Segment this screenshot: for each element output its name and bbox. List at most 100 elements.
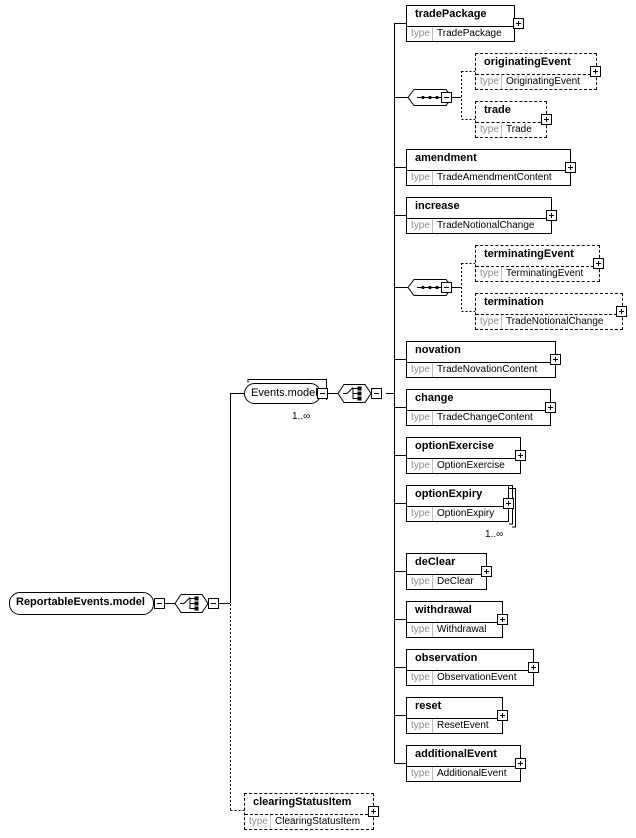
events-model-group[interactable]: Events.model [244,383,321,404]
type-key: type [411,508,430,519]
minus-box-icon[interactable] [371,388,382,399]
choice-compositor-icon[interactable] [338,384,371,403]
element-name: clearingStatusItem [253,796,352,808]
plus-box-icon[interactable] [513,18,524,29]
element-type: TradeNovationContent [437,364,538,375]
element-type: OptionExercise [437,460,505,471]
type-key: type [411,768,430,779]
element-type: TradeNotionalChange [437,220,535,231]
element-observation[interactable]: observation type ObservationEvent [406,649,534,686]
element-name: termination [484,296,544,308]
element-trade[interactable]: trade type Trade [475,101,547,138]
root-model-label: ReportableEvents.model [16,596,145,608]
minus-box-icon[interactable] [317,388,328,399]
element-type: Trade [506,124,532,135]
element-originating-event[interactable]: originatingEvent type OriginatingEvent [475,53,597,90]
plus-box-icon[interactable] [545,402,556,413]
plus-box-icon[interactable] [481,566,492,577]
element-trade-package[interactable]: tradePackage type TradePackage [406,5,515,42]
element-name: optionExpiry [415,488,483,500]
element-name: amendment [415,152,477,164]
element-name: terminatingEvent [484,248,574,260]
option-expiry-cardinality: 1..∞ [485,529,504,540]
type-key: type [411,460,430,471]
plus-box-icon[interactable] [497,614,508,625]
type-key: type [480,76,499,87]
element-type: TradeAmendmentContent [437,172,552,183]
plus-box-icon[interactable] [590,66,601,77]
element-type: TradeNotionalChange [506,316,604,327]
element-type: ObservationEvent [437,672,517,683]
plus-box-icon[interactable] [515,450,526,461]
type-key: type [480,268,499,279]
plus-box-icon[interactable] [550,354,561,365]
minus-box-icon[interactable] [441,282,452,293]
type-key: type [411,720,430,731]
element-withdrawal[interactable]: withdrawal type Withdrawal [406,601,503,638]
element-name: withdrawal [415,604,472,616]
element-change[interactable]: change type TradeChangeContent [406,389,551,426]
minus-box-icon[interactable] [208,598,219,609]
element-amendment[interactable]: amendment type TradeAmendmentContent [406,149,571,186]
element-termination[interactable]: termination type TradeNotionalChange [475,293,623,330]
type-key: type [411,364,430,375]
minus-box-icon[interactable] [441,92,452,103]
events-model-label: Events.model [251,387,318,399]
root-model-group[interactable]: ReportableEvents.model [9,592,154,615]
element-option-exercise[interactable]: optionExercise type OptionExercise [406,437,521,474]
element-name: deClear [415,556,456,568]
element-type: OriginatingEvent [506,76,580,87]
element-de-clear[interactable]: deClear type DeClear [406,553,487,590]
element-type: Withdrawal [437,624,487,635]
element-name: novation [415,344,461,356]
element-name: tradePackage [415,8,487,20]
element-name: change [415,392,454,404]
type-key: type [480,124,499,135]
plus-box-icon[interactable] [616,306,627,317]
type-key: type [411,28,430,39]
documentation-icon [477,247,485,254]
element-type: ClearingStatusItem [275,816,361,827]
element-name: observation [415,652,478,664]
element-type: DeClear [437,576,474,587]
element-type: TerminatingEvent [506,268,584,279]
type-key: type [249,816,268,827]
type-key: type [411,624,430,635]
plus-box-icon[interactable] [546,210,557,221]
reference-arrow-icon [408,752,416,760]
plus-box-icon[interactable] [541,114,552,125]
element-name: increase [415,200,460,212]
plus-box-icon[interactable] [503,498,514,509]
element-increase[interactable]: increase type TradeNotionalChange [406,197,552,234]
element-type: ResetEvent [437,720,489,731]
element-terminating-event[interactable]: terminatingEvent type TerminatingEvent [475,245,600,282]
element-name: additionalEvent [415,748,497,760]
type-key: type [411,412,430,423]
type-key: type [411,672,430,683]
plus-box-icon[interactable] [528,662,539,673]
element-type: TradeChangeContent [437,412,533,423]
events-model-cardinality: 1..∞ [292,411,311,422]
plus-box-icon[interactable] [497,710,508,721]
element-name: optionExercise [415,440,494,452]
documentation-icon [477,55,485,62]
element-clearing-status-item[interactable]: clearingStatusItem type ClearingStatusIt… [244,793,374,830]
element-additional-event[interactable]: additionalEvent type AdditionalEvent [406,745,521,782]
element-reset[interactable]: reset type ResetEvent [406,697,503,734]
element-option-expiry[interactable]: optionExpiry type OptionExpiry [406,485,509,522]
element-name: trade [484,104,511,116]
element-type: TradePackage [437,28,502,39]
plus-box-icon[interactable] [368,806,379,817]
type-key: type [411,172,430,183]
choice-compositor-icon[interactable] [175,594,208,613]
plus-box-icon[interactable] [515,758,526,769]
element-name: originatingEvent [484,56,571,68]
element-type: OptionExpiry [437,508,495,519]
plus-box-icon[interactable] [565,162,576,173]
minus-box-icon[interactable] [154,598,165,609]
type-key: type [480,316,499,327]
plus-box-icon[interactable] [593,258,604,269]
element-novation[interactable]: novation type TradeNovationContent [406,341,556,378]
element-name: reset [415,700,442,712]
